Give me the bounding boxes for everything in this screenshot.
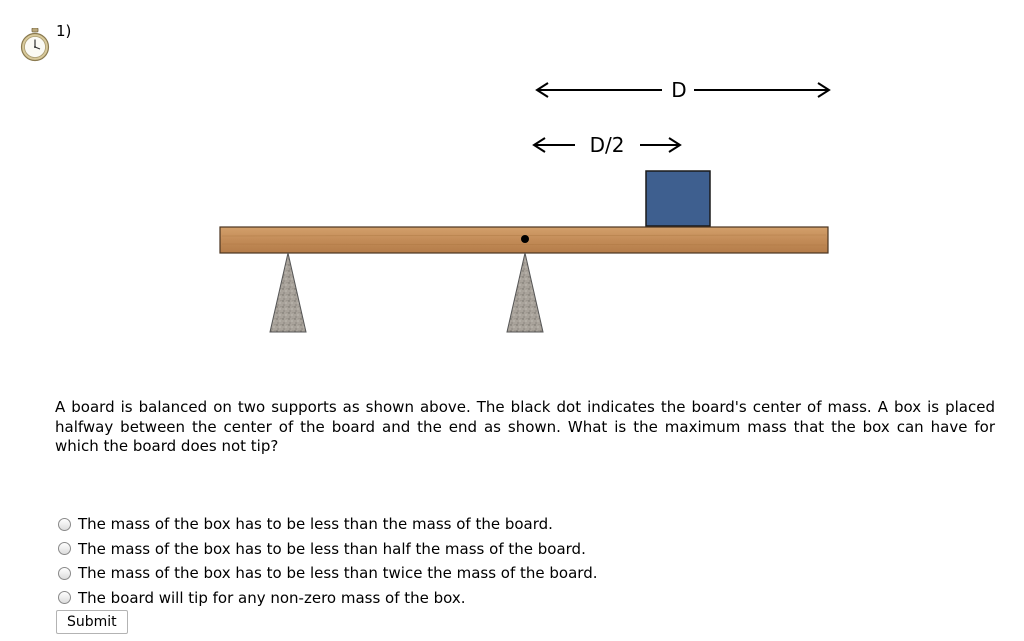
answer-option-label: The board will tip for any non-zero mass… [78, 588, 466, 607]
radio-button[interactable] [58, 517, 71, 531]
distance-d-arrow: D [535, 78, 831, 102]
balance-board-diagram: D D/2 [219, 78, 831, 333]
right-support [506, 252, 544, 333]
answer-option-label: The mass of the box has to be less than … [78, 564, 598, 583]
answer-option[interactable]: The mass of the box has to be less than … [58, 561, 597, 586]
distance-half-d-arrow: D/2 [532, 133, 682, 157]
submit-button[interactable]: Submit [56, 610, 128, 634]
answer-option[interactable]: The mass of the box has to be less than … [58, 512, 597, 537]
left-support [269, 252, 307, 333]
stopwatch-icon [20, 28, 50, 62]
question-number: 1) [56, 22, 72, 40]
answer-option[interactable]: The board will tip for any non-zero mass… [58, 586, 597, 611]
radio-button[interactable] [58, 591, 71, 605]
answer-option[interactable]: The mass of the box has to be less than … [58, 537, 597, 562]
box [645, 170, 711, 227]
question-text: A board is balanced on two supports as s… [55, 398, 995, 455]
label-d: D [671, 78, 686, 102]
label-half-d: D/2 [590, 133, 625, 157]
answer-option-label: The mass of the box has to be less than … [78, 539, 586, 558]
radio-button[interactable] [58, 542, 71, 556]
radio-button[interactable] [58, 566, 71, 580]
answer-options: The mass of the box has to be less than … [58, 512, 597, 610]
center-of-mass-dot [521, 235, 529, 243]
answer-option-label: The mass of the box has to be less than … [78, 515, 553, 534]
